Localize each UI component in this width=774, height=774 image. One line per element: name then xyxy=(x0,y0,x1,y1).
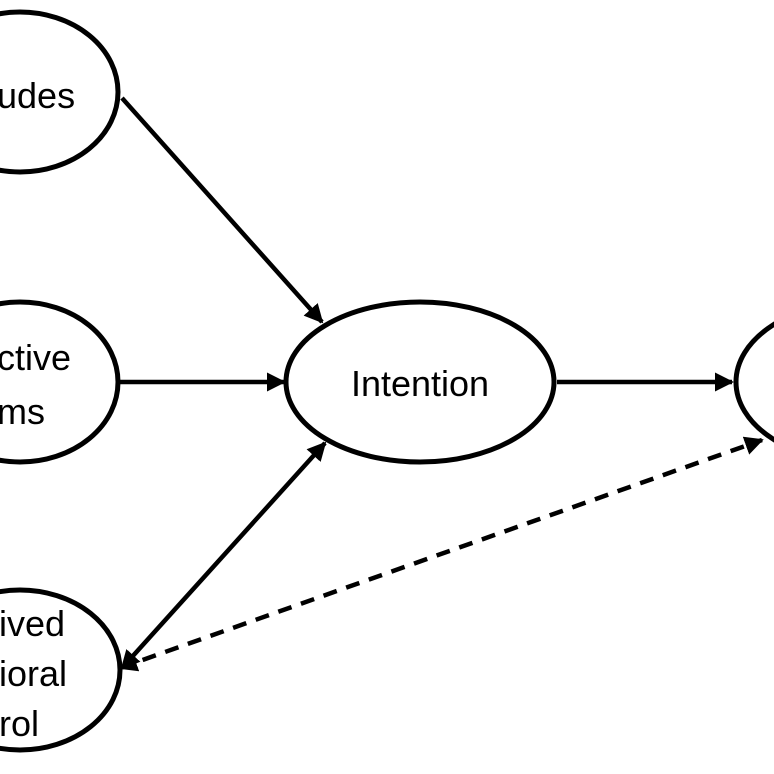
node-pbc-label-line2: ioral xyxy=(0,653,67,694)
node-subjective-norms-label-line2: ms xyxy=(0,391,45,432)
edge-pbc-to-behavior-dashed xyxy=(118,436,764,672)
node-pbc-label-line1: ived xyxy=(0,603,65,644)
node-intention-ellipse xyxy=(283,299,557,465)
node-subjective-norms-label-line1: ctive xyxy=(0,337,71,378)
edge-attitudes-to-intention xyxy=(120,96,324,324)
node-subjective-norms: ctive ms xyxy=(0,299,121,465)
node-pbc-label-line3: rol xyxy=(0,703,39,744)
node-subjective-norms-ellipse xyxy=(0,299,121,465)
node-intention: Intention xyxy=(283,299,557,465)
node-attitudes: udes xyxy=(0,9,121,175)
node-attitudes-ellipse xyxy=(0,9,121,175)
node-behavior-ellipse xyxy=(733,321,774,443)
node-intention-label: Intention xyxy=(351,363,489,404)
node-behavior xyxy=(733,321,774,443)
node-attitudes-label: udes xyxy=(0,75,75,116)
edge-pbc-intention-bidirectional xyxy=(120,441,327,670)
node-pbc-ellipse xyxy=(0,587,123,753)
node-perceived-behavioral-control: ived ioral rol xyxy=(0,587,123,753)
